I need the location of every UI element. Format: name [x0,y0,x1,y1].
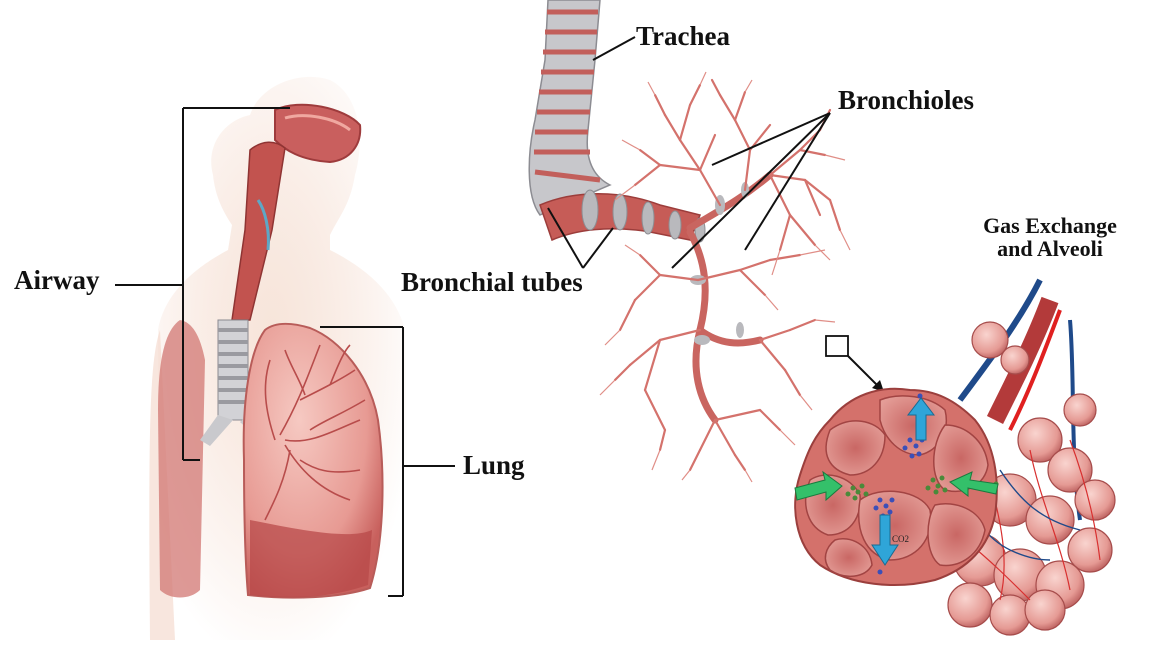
bronchial-tree [529,0,850,482]
co2-label: CO2 [892,534,909,544]
trachea-label: Trachea [636,22,730,50]
gas-exchange-line1: Gas Exchange [960,214,1140,237]
gas-exchange-line2: and Alveoli [960,237,1140,260]
lung-label: Lung [463,451,525,479]
zoom-indicator [826,336,884,392]
bronchial-tubes-label: Bronchial tubes [401,268,583,296]
airway-label: Airway [14,266,99,294]
left-lung-back [158,320,205,598]
gas-exchange-label: Gas Exchange and Alveoli [960,214,1140,260]
bronchioles-label: Bronchioles [838,86,974,114]
alveoli-cluster [795,280,1115,635]
